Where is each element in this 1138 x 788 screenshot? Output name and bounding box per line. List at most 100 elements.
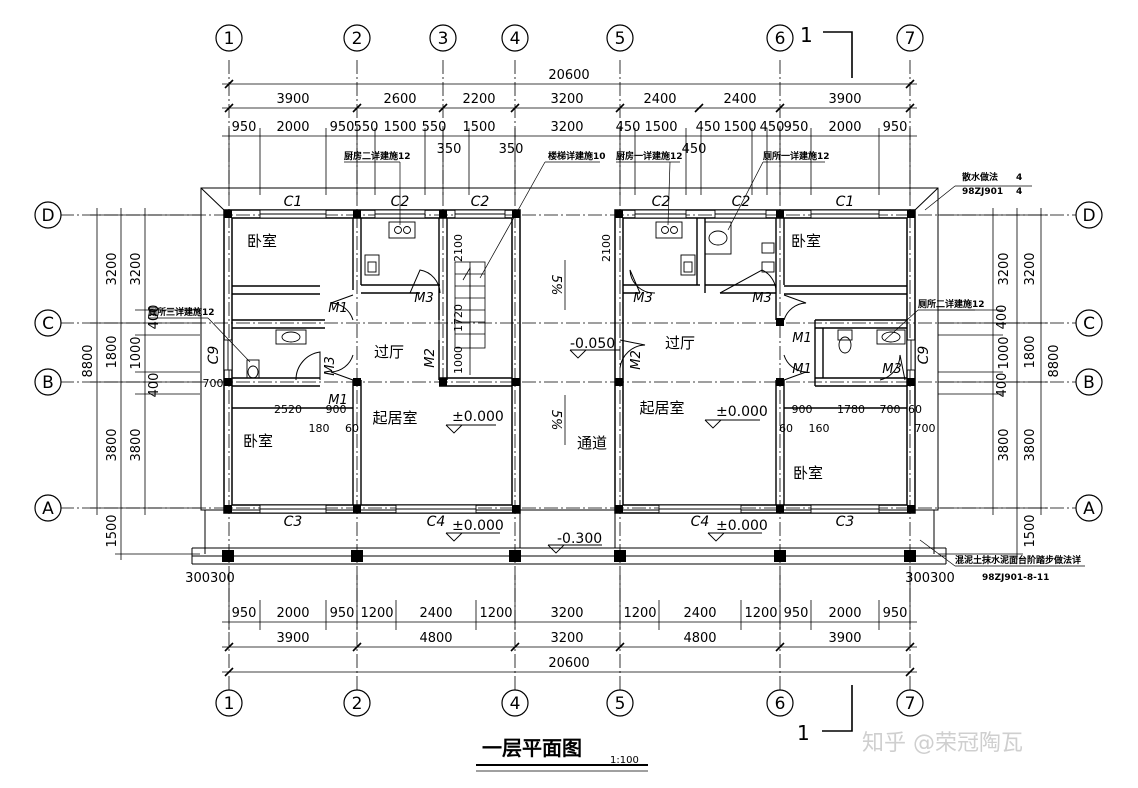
doors [295,269,906,381]
axis-label: C [1083,314,1095,334]
dim-top-row2: 3200 [550,120,583,135]
interior-dim: 700 [880,403,901,416]
note-step-ref: 98ZJ901-8-11 [982,573,1049,583]
window-label-c2: C2 [732,194,751,210]
dim-bottom-row2: 3200 [550,631,583,646]
note-apron-ref: 98ZJ901 [962,187,1003,197]
level-floor: ±0.000 [716,518,768,534]
window-label-c4: C4 [691,514,710,530]
dim-bottom-row2: 4800 [683,631,716,646]
door-label-m1: M1 [328,301,348,316]
dim-bottom-row1: 2000 [276,606,309,621]
interior-dim: 160 [809,422,830,435]
dim-top-row2: 2000 [828,120,861,135]
room-label-bedroom: 卧室 [793,464,823,482]
interior-dim: 900 [326,403,347,416]
side-dimension-lines [90,208,1048,560]
dim-bottom-row1: 2000 [828,606,861,621]
room-label-passage: 通道 [577,434,607,452]
dim-left-inner: 1000 [129,336,144,369]
dim-bottom-row1: 950 [784,606,809,621]
axis-bubble-B-left [34,368,62,396]
dim-bottom-row2: 3900 [276,631,309,646]
room-label-bedroom: 卧室 [791,232,821,250]
slope-label: 5% [548,410,563,431]
dim-top-row1: 2400 [643,92,676,107]
axis-label: 2 [352,29,363,49]
axis-bubble-6-bottom [766,689,794,717]
door-label-m3: M3 [323,356,338,376]
door-label-m3: M3 [633,291,653,306]
dim-edge-left: 300300 [185,571,235,586]
axis-label: 4 [510,694,521,714]
interior-dim: 700 [915,422,936,435]
dim-bottom-row1: 1200 [479,606,512,621]
room-label-living: 起居室 [372,409,417,427]
dim-top-row2: 550 [422,120,447,135]
section-number-bottom: 1 [797,721,810,745]
section-mark [822,31,853,732]
dim-top-row2: 950 [883,120,908,135]
axis-label: 3 [438,29,449,49]
title-underline [476,764,648,772]
dim-right-inner: 3200 [997,252,1012,285]
dim-top-row2: 2000 [276,120,309,135]
interior-walls [232,218,907,505]
dim-total-bottom: 20600 [548,656,589,671]
dim-total-top: 20600 [548,68,589,83]
axis-label: 4 [510,29,521,49]
dim-left-inner: 3800 [129,428,144,461]
room-label-living: 起居室 [639,399,684,417]
axis-label: 2 [352,694,363,714]
axis-label: 1 [224,694,235,714]
dim-left-inner: 400 [147,373,162,398]
door-label-m1: M1 [792,331,812,346]
dim-top-row1: 3900 [828,92,861,107]
drawing-scale: 1:100 [610,755,639,766]
axis-bubble-2-bottom [343,689,371,717]
axis-bubble-A-right [1075,494,1103,522]
note-toilet1: 厕所一详建施12 [763,150,830,162]
dim-top-extra: 350 [499,142,524,157]
note-apron: 散水做法 [962,171,998,183]
axis-bubble-C-left [34,309,62,337]
axis-bubble-7-bottom [896,689,924,717]
interior-dim: 60 [345,422,359,435]
level-floor: ±0.000 [452,409,504,425]
axis-label: A [1083,499,1095,519]
dim-right-inner: 3800 [997,428,1012,461]
dim-right-mid: 1800 [1023,335,1038,368]
interior-dim: 2520 [274,403,302,416]
window-label-c3: C3 [836,514,855,530]
interior-dim: 1720 [452,304,465,332]
dim-right-inner: 400 [995,373,1010,398]
porch-steps [191,513,947,565]
dim-top-row1: 2400 [723,92,756,107]
dim-right-outer: 8800 [1047,344,1062,377]
note-kitchen2: 厨房二详建施12 [344,150,411,162]
axis-bubble-6-top [766,24,794,52]
dim-bottom-row1: 3200 [550,606,583,621]
dim-top-row2: 1500 [644,120,677,135]
dim-top-row1: 2600 [383,92,416,107]
window-label-c2: C2 [652,194,671,210]
slope-label: 5% [548,275,563,296]
interior-dim: 60 [908,403,922,416]
window-label-c2: C2 [471,194,490,210]
dim-bottom-row1: 950 [330,606,355,621]
interior-dim: 900 [792,403,813,416]
dim-left-mid: 1800 [105,335,120,368]
dim-bottom-row1: 1200 [360,606,393,621]
dim-top-extra: 450 [682,142,707,157]
note-toilet2: 厕所二详建施12 [918,298,985,310]
axis-label: A [42,499,54,519]
axis-label: 5 [615,694,626,714]
dim-bottom-row1: 950 [232,606,257,621]
dim-bottom-row1: 950 [883,606,908,621]
door-label-m1: M1 [792,362,812,377]
dim-left-outer: 8800 [81,344,96,377]
interior-dim: 2100 [452,234,465,262]
axis-label: B [1083,373,1095,393]
room-label-hall: 过厅 [374,343,404,361]
